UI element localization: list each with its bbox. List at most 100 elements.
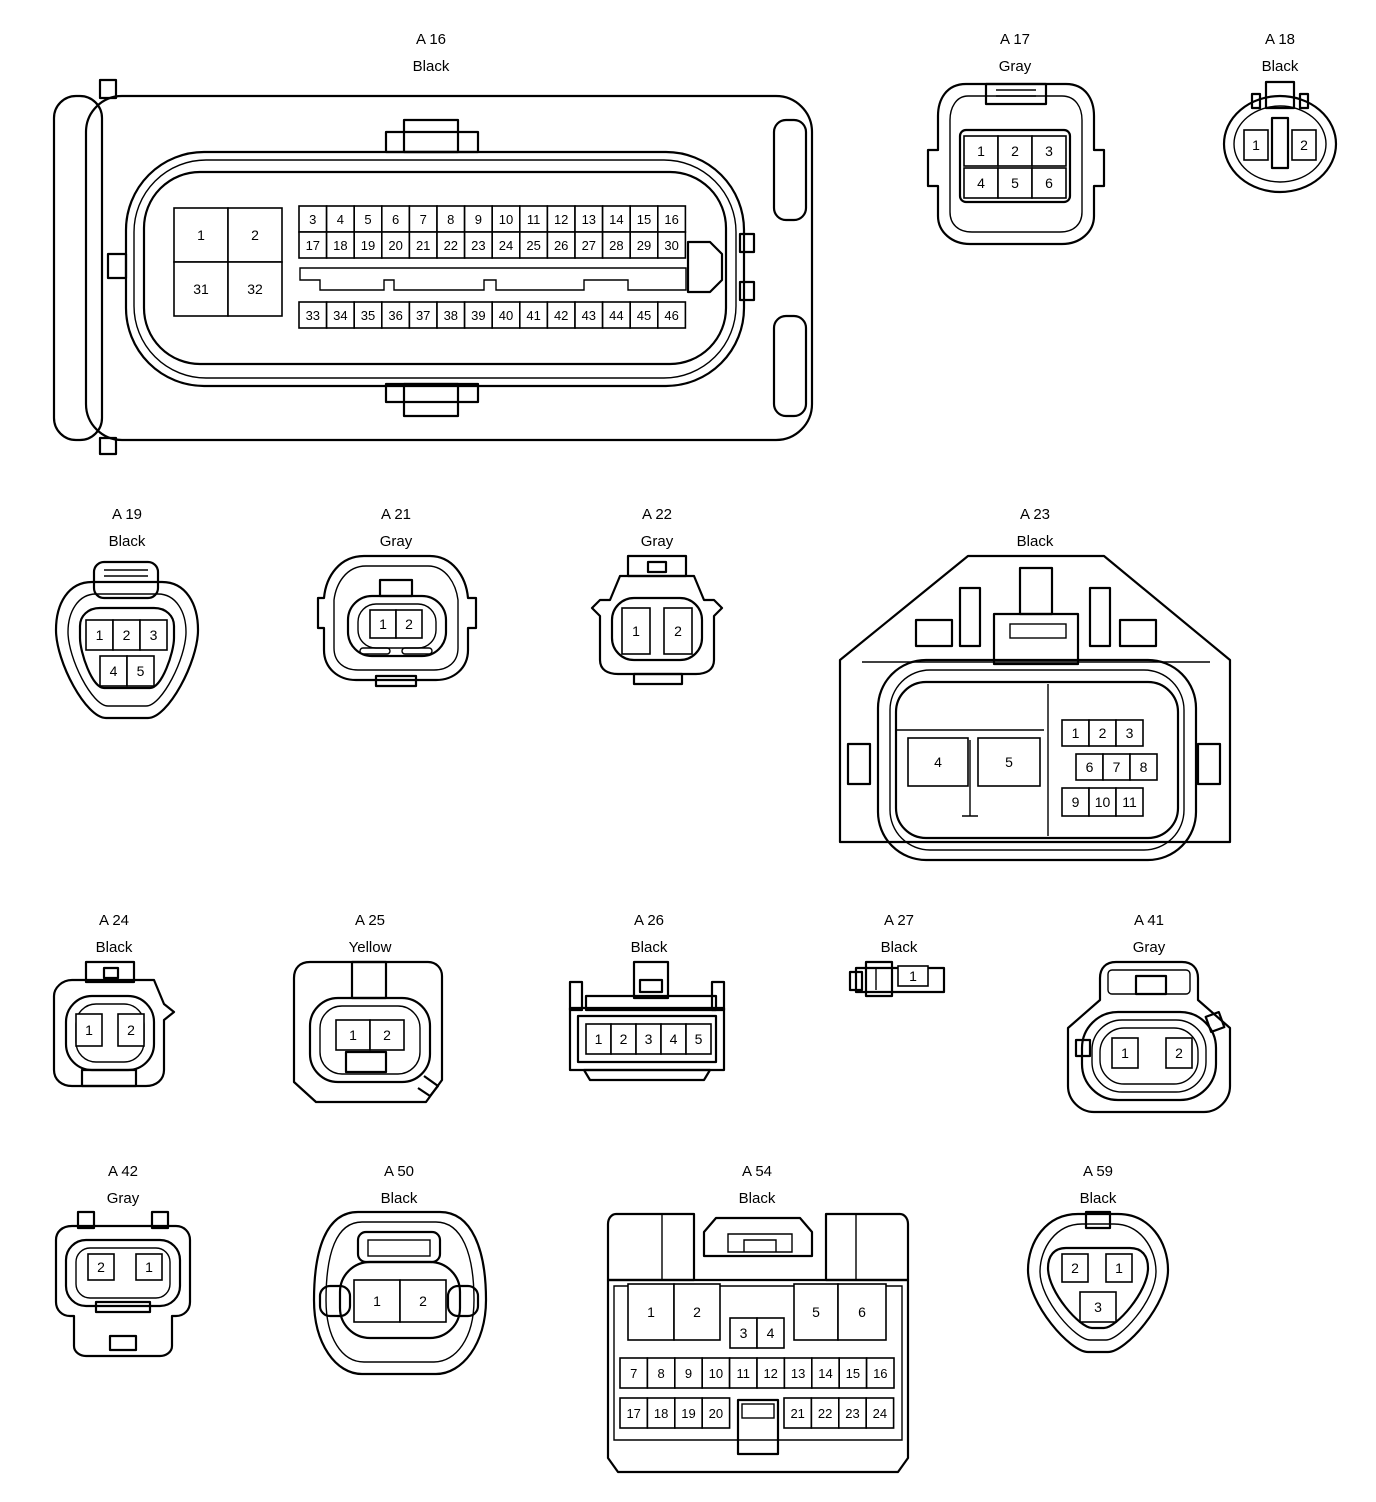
pin-cell xyxy=(1031,135,1067,167)
pin-number: 2 xyxy=(251,227,259,243)
pin-number: 2 xyxy=(123,627,131,643)
pin-number: 1 xyxy=(85,1022,93,1038)
connector-code: A 59 xyxy=(1083,1163,1113,1180)
pin-cell xyxy=(380,301,411,329)
pin-cell xyxy=(1291,129,1317,161)
pin-cell xyxy=(85,619,114,651)
connector-color: Gray xyxy=(107,1190,140,1207)
connector-code: A 24 xyxy=(99,912,129,929)
connector-code: A 16 xyxy=(416,31,446,48)
pin-cell xyxy=(656,231,687,259)
pin-number: 3 xyxy=(309,212,316,227)
pin-number: 1 xyxy=(1252,137,1260,153)
pin-number: 2 xyxy=(693,1304,701,1320)
pin-number: 13 xyxy=(791,1366,805,1381)
pin-number: 3 xyxy=(740,1325,748,1341)
connector-color: Black xyxy=(381,1190,418,1207)
pin-cell xyxy=(491,205,521,233)
pin-cell xyxy=(173,261,229,317)
connector-code: A 23 xyxy=(1020,506,1050,523)
pin-number: 6 xyxy=(858,1304,866,1320)
pin-number: 46 xyxy=(664,308,678,323)
pin-cell xyxy=(227,207,283,263)
pin-cell xyxy=(1105,1253,1133,1283)
connector-code: A 54 xyxy=(742,1163,772,1180)
pin-number: 1 xyxy=(632,623,640,639)
pin-cell xyxy=(335,1019,371,1051)
pin-cell xyxy=(977,737,1041,787)
pin-number: 3 xyxy=(1045,143,1053,159)
pin-cell xyxy=(656,205,687,233)
connector-code: A 42 xyxy=(108,1163,138,1180)
pin-cell xyxy=(629,231,659,259)
pin-cell xyxy=(1165,1037,1193,1069)
connector-color: Black xyxy=(96,939,133,956)
pin-number: 24 xyxy=(873,1406,887,1421)
pin-number: 18 xyxy=(333,238,347,253)
connector-code: A 41 xyxy=(1134,912,1164,929)
pin-number: 2 xyxy=(97,1259,105,1275)
pin-number: 9 xyxy=(685,1366,692,1381)
pin-number: 44 xyxy=(609,308,623,323)
pin-cell xyxy=(126,655,155,687)
pin-cell xyxy=(1031,167,1067,199)
pin-number: 34 xyxy=(333,308,347,323)
pin-number: 23 xyxy=(845,1406,859,1421)
pin-cell xyxy=(380,231,411,259)
pin-cell xyxy=(518,205,549,233)
pin-cell xyxy=(1115,787,1144,817)
pin-cell xyxy=(399,1279,447,1323)
pin-number: 20 xyxy=(388,238,402,253)
pin-cell xyxy=(601,205,631,233)
pin-cell xyxy=(1079,1291,1117,1323)
pin-number: 4 xyxy=(977,175,985,191)
connector-a27: A 27 Black 1 xyxy=(848,912,946,998)
pin-number: 9 xyxy=(1072,794,1080,810)
pin-number: 9 xyxy=(475,212,482,227)
pin-cell xyxy=(621,607,651,655)
pin-cell xyxy=(463,301,494,329)
pin-number: 11 xyxy=(737,1366,751,1381)
pin-number: 8 xyxy=(1140,759,1148,775)
pin-number: 1 xyxy=(145,1259,153,1275)
pin-number: 15 xyxy=(846,1366,860,1381)
pin-number: 1 xyxy=(379,616,387,632)
connector-code: A 50 xyxy=(384,1163,414,1180)
pin-number: 26 xyxy=(554,238,568,253)
pin-number: 2 xyxy=(383,1027,391,1043)
pin-number: 11 xyxy=(1122,794,1137,810)
pin-number: 2 xyxy=(419,1293,427,1309)
pin-number: 30 xyxy=(664,238,678,253)
pin-cell xyxy=(1243,129,1269,161)
pin-cell xyxy=(139,619,168,651)
pin-number: 22 xyxy=(818,1406,832,1421)
pin-number: 15 xyxy=(637,212,651,227)
pin-cell xyxy=(1111,1037,1139,1069)
pin-cell xyxy=(574,205,604,233)
pin-cell xyxy=(436,231,466,259)
pin-cell xyxy=(963,167,999,199)
pin-number: 5 xyxy=(812,1304,820,1320)
pin-number: 14 xyxy=(818,1366,832,1381)
pin-cell xyxy=(865,1357,895,1389)
pin-number: 4 xyxy=(670,1031,678,1047)
pin-cell xyxy=(585,1023,612,1055)
connector-color: Gray xyxy=(380,533,413,550)
pin-number: 2 xyxy=(1175,1045,1183,1061)
pin-cell xyxy=(810,1397,840,1429)
connector-color: Black xyxy=(739,1190,776,1207)
pin-number: 29 xyxy=(637,238,651,253)
pin-cell xyxy=(518,231,549,259)
connector-code: A 25 xyxy=(355,912,385,929)
pin-cell xyxy=(627,1283,675,1341)
pin-number: 35 xyxy=(361,308,375,323)
pin-number: 4 xyxy=(934,754,942,770)
pin-number: 12 xyxy=(554,212,568,227)
pin-number: 14 xyxy=(609,212,623,227)
pin-number: 5 xyxy=(364,212,371,227)
pin-cell xyxy=(701,1397,731,1429)
